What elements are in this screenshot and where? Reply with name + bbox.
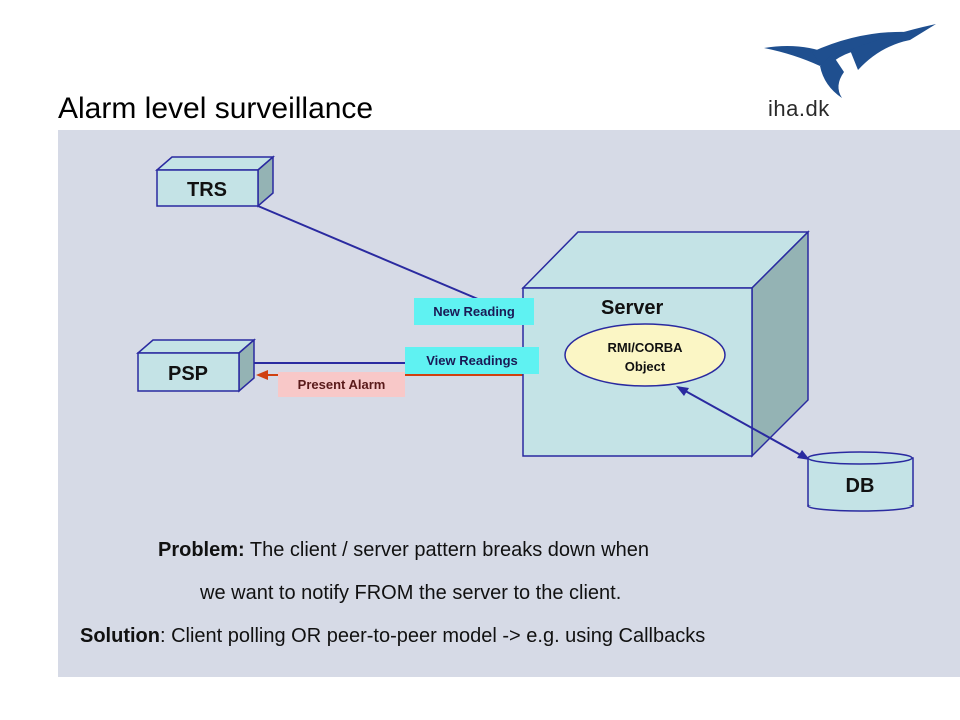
solution-line: Solution: Client polling OR peer-to-peer… <box>80 625 705 648</box>
trs-label: TRS <box>187 179 227 201</box>
slide-title: Alarm level surveillance <box>58 92 374 125</box>
server-label: Server <box>601 297 663 319</box>
present-alarm-arrowhead <box>256 370 268 380</box>
diagram-panel <box>58 130 960 677</box>
object-db-arrowhead-bottom <box>797 450 810 460</box>
solution-text: : Client polling OR peer-to-peer model -… <box>159 625 706 647</box>
psp-label: PSP <box>168 363 208 385</box>
problem-line-2: we want to notify FROM the server to the… <box>200 582 622 604</box>
rmi-object-ellipse <box>564 323 726 387</box>
iha-logo-icon <box>764 24 936 98</box>
server-cube <box>521 230 810 458</box>
psp-box <box>135 338 257 393</box>
problem-text: The client / server pattern breaks down … <box>244 539 649 561</box>
solution-label: Solution <box>80 625 160 647</box>
object-db-line <box>679 387 807 459</box>
problem-line: Problem: The client / server pattern bre… <box>158 539 649 562</box>
view-readings-tag: View Readings <box>405 347 539 374</box>
object-db-arrowhead-top <box>676 386 689 396</box>
rmi-label-line2: Object <box>625 359 666 374</box>
trs-box <box>154 155 276 208</box>
db-cylinder <box>807 451 914 512</box>
problem-label: Problem: <box>158 539 245 561</box>
logo-text: iha.dk <box>768 96 830 121</box>
rmi-label-line1: RMI/CORBA <box>607 340 683 355</box>
present-alarm-tag: Present Alarm <box>278 372 405 397</box>
new-reading-tag: New Reading <box>414 298 534 325</box>
db-label: DB <box>846 475 875 497</box>
